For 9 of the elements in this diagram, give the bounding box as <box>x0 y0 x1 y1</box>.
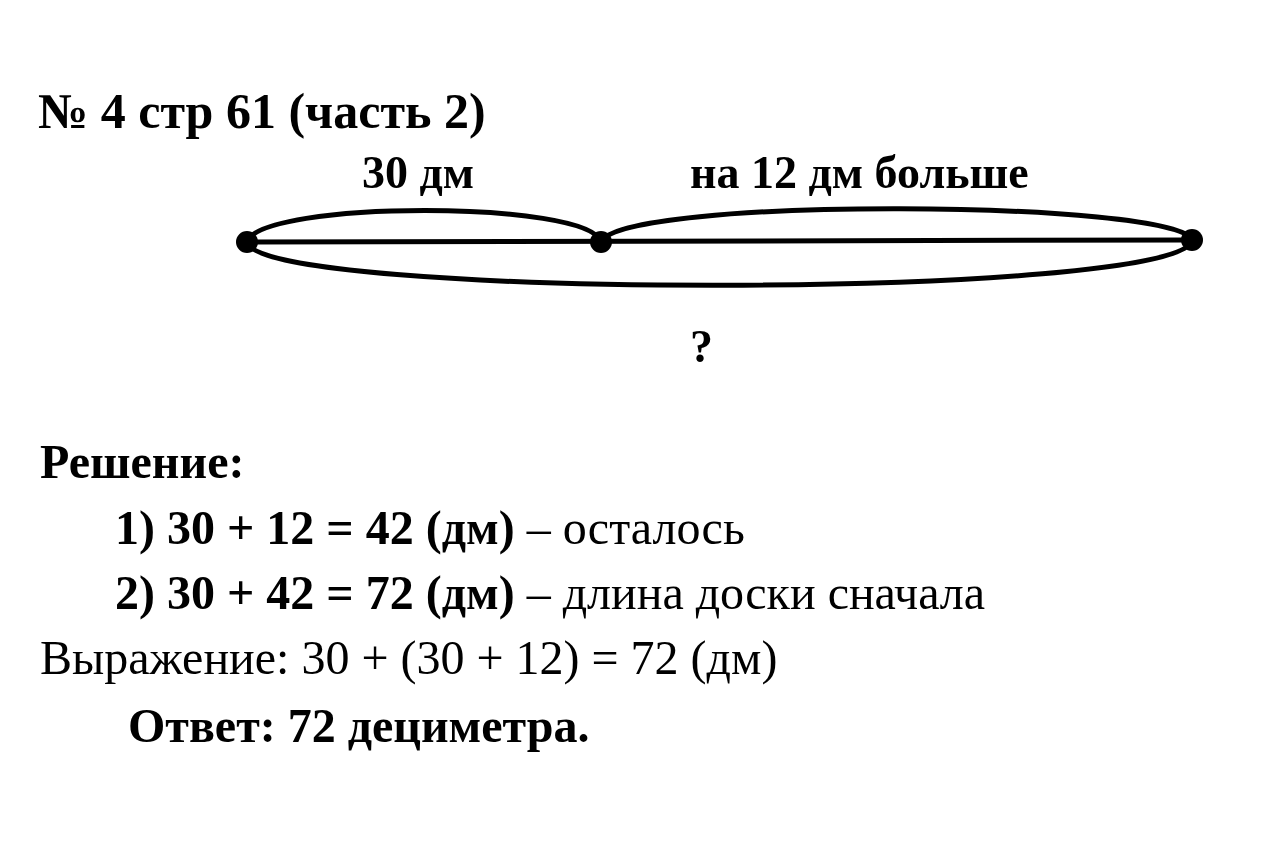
length-label: на 12 дм больше <box>690 148 1029 199</box>
solution-step: 1) 30 + 12 = 42 (дм) – осталось <box>115 502 745 555</box>
answer-line: Ответ: 72 дециметра. <box>128 700 590 753</box>
heading: № 4 стр 61 (часть 2) <box>38 84 486 139</box>
solution-step: 2) 30 + 42 = 72 (дм) – длина доски сначала <box>115 567 986 620</box>
expression-line: Выражение: 30 + (30 + 12) = 72 (дм) <box>40 632 778 685</box>
question-mark: ? <box>690 322 713 373</box>
section-heading: Решение: <box>40 436 245 489</box>
length-label: 30 дм <box>362 148 475 199</box>
